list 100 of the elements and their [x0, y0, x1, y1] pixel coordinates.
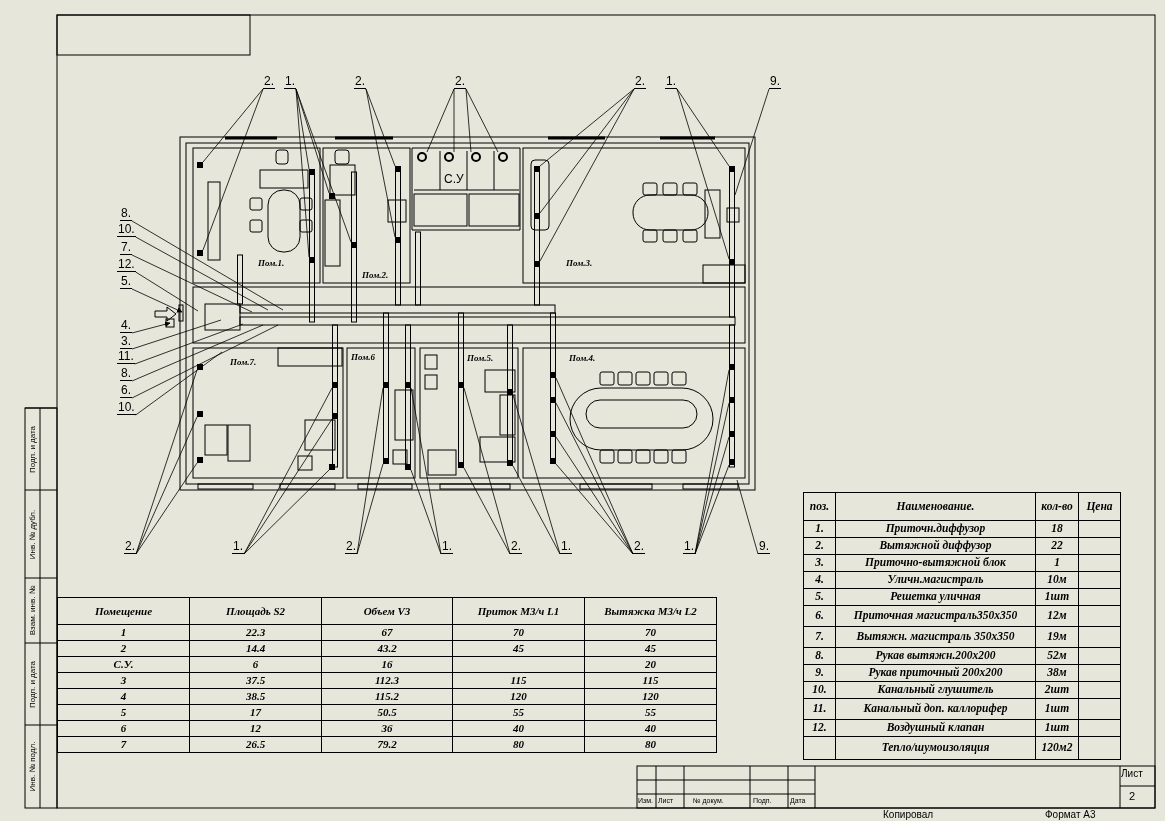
table-cell: 50.5	[321, 704, 453, 721]
table-cell: Приточно-вытяжной блок	[835, 554, 1036, 572]
diffuser-marker	[197, 162, 203, 168]
leader-line	[202, 88, 264, 163]
leader-line	[539, 88, 635, 214]
room-label: Пом.6	[351, 352, 376, 362]
table-cell: Вытяжной диффузор	[835, 537, 1036, 555]
leader-line	[539, 88, 635, 262]
table-cell: С.У.	[57, 656, 190, 673]
callout-number: 10.	[117, 223, 136, 237]
column-header: кол-во	[1035, 492, 1079, 521]
table-cell: 16	[321, 656, 453, 673]
leader-line	[539, 88, 635, 167]
table-cell: 38.5	[189, 688, 322, 705]
leader-line	[131, 324, 279, 399]
table-cell: 1шт	[1035, 588, 1079, 606]
callout-number: 1.	[665, 75, 677, 89]
room-label: Пом.7.	[230, 357, 257, 367]
table-cell: 1	[57, 624, 190, 641]
column-header: Объем V3	[321, 597, 453, 625]
leader-line	[135, 236, 269, 311]
leader-line	[131, 220, 284, 311]
table-cell: 120	[584, 688, 717, 705]
table-cell: 36	[321, 720, 453, 737]
diffuser-marker	[534, 261, 540, 267]
leader-line	[135, 351, 223, 416]
column-header: Помещение	[57, 597, 190, 625]
table-cell: 67	[321, 624, 453, 641]
diffuser-marker	[405, 464, 411, 470]
title-block-label: Лист	[1121, 769, 1143, 779]
table-cell: 112.3	[321, 672, 453, 689]
diffuser-marker	[550, 372, 556, 378]
diffuser-marker	[329, 464, 335, 470]
table-cell: 55	[452, 704, 585, 721]
diffuser-marker	[197, 364, 203, 370]
callout-number: 10.	[117, 401, 136, 415]
table-cell: 1.	[803, 520, 836, 538]
table-cell: Решетка уличная	[835, 588, 1036, 606]
diffuser-marker	[405, 382, 411, 388]
leader-line	[555, 463, 634, 555]
leader-line	[463, 467, 511, 555]
table-cell: 12м	[1035, 605, 1079, 627]
table-cell: 7	[57, 736, 190, 753]
room-label: С.У	[444, 172, 464, 186]
table-cell: 3.	[803, 554, 836, 572]
leader-line	[736, 479, 759, 555]
table-cell: 19м	[1035, 626, 1079, 648]
table-cell: 79.2	[321, 736, 453, 753]
callout-number: 1.	[683, 540, 695, 554]
table-cell: 22	[1035, 537, 1079, 555]
table-cell: 37.5	[189, 672, 322, 689]
title-block-label: Копировал	[883, 810, 934, 820]
table-cell: 6	[57, 720, 190, 737]
leader-line	[410, 469, 442, 555]
table-cell: 80	[452, 736, 585, 753]
callout-number: 8.	[120, 367, 132, 381]
diffuser-marker	[550, 431, 556, 437]
table-cell: 14.4	[189, 640, 322, 657]
leader-line	[694, 464, 730, 555]
callout-number: 6.	[120, 384, 132, 398]
leader-line	[453, 88, 455, 153]
column-header: Наименование.	[835, 492, 1036, 521]
stamp-label: Подп. и дата	[28, 425, 37, 473]
table-cell: 45	[452, 640, 585, 657]
leader-line	[131, 319, 222, 350]
leader-line	[734, 88, 770, 196]
table-cell: 45	[584, 640, 717, 657]
table-cell: 1шт	[1035, 698, 1079, 720]
table-cell: 52м	[1035, 647, 1079, 665]
table-cell: 40	[452, 720, 585, 737]
leader-line	[465, 88, 499, 153]
room-label: Пом.4.	[569, 353, 596, 363]
table-cell: 20	[584, 656, 717, 673]
table-cell: 6	[189, 656, 322, 673]
table-cell: 115.2	[321, 688, 453, 705]
table-cell: 4.	[803, 571, 836, 589]
title-block-label: 2	[1129, 791, 1136, 802]
callout-number: 1.	[232, 540, 244, 554]
leader-line	[356, 463, 384, 555]
diffuser-marker	[383, 382, 389, 388]
diffuser-marker	[197, 250, 203, 256]
leader-line	[426, 88, 455, 153]
callout-number: 2.	[634, 75, 646, 89]
table-cell: 6.	[803, 605, 836, 627]
leader-line	[134, 323, 244, 365]
leader-line	[463, 387, 511, 555]
stamp-label: Инв. № дубл.	[28, 509, 37, 559]
table-cell: 43.2	[321, 640, 453, 657]
leader-line	[512, 394, 561, 555]
table-cell: Уличн.магистраль	[835, 571, 1036, 589]
table-cell: 2	[57, 640, 190, 657]
table-cell: 10м	[1035, 571, 1079, 589]
table-cell: 115	[452, 672, 585, 689]
leader-line	[202, 88, 264, 251]
leader-line	[135, 462, 198, 555]
leader-line	[243, 418, 333, 555]
stamp-label: Инв. № подл.	[28, 741, 37, 792]
column-header: поз.	[803, 492, 836, 521]
room-label: Пом.1.	[258, 258, 285, 268]
callout-number: 12.	[117, 258, 136, 272]
